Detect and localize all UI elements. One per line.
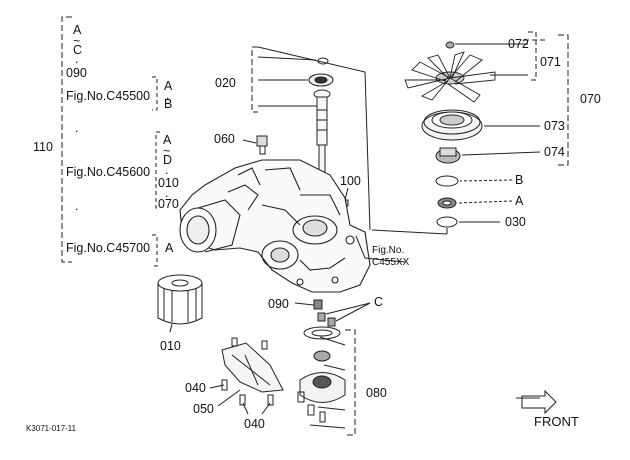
callout-030: 030 — [505, 215, 526, 229]
oil-filter — [157, 274, 203, 333]
fig-c45600: Fig.No.C45600 — [66, 165, 151, 179]
callout-060: 060 — [214, 132, 235, 146]
callout-071: 071 — [540, 55, 561, 69]
b1-to: C — [73, 43, 83, 57]
callout-072: 072 — [508, 37, 529, 51]
b3-tilde: ~ — [163, 144, 171, 158]
fig-ref-2: C455XX — [372, 257, 410, 268]
shaft-assembly — [308, 57, 334, 174]
callout-020: 020 — [215, 76, 236, 90]
hub — [435, 147, 461, 164]
pulley — [421, 109, 483, 141]
b3-sep2: . — [165, 186, 169, 200]
label-110: 110 — [33, 140, 53, 154]
pump-assembly — [297, 326, 346, 423]
callout-c: C — [374, 295, 384, 309]
dot-2: . — [75, 199, 79, 213]
fig-ref-1: Fig.No. — [372, 245, 405, 256]
callout-b: B — [515, 173, 524, 187]
b1-from: A — [73, 23, 82, 37]
fig-c45700: Fig.No.C45700 — [66, 241, 151, 255]
callout-074: 074 — [544, 145, 565, 159]
dot-1: . — [75, 121, 79, 135]
b3-to: D — [163, 153, 173, 167]
callout-090: 090 — [268, 297, 289, 311]
b1-sep: . — [75, 52, 79, 66]
front-arrow — [516, 389, 557, 415]
callout-010: 010 — [160, 339, 181, 353]
b2-to: B — [164, 97, 173, 111]
callout-040a: 040 — [185, 381, 206, 395]
callout-070: 070 — [580, 92, 601, 106]
transmission-housing — [179, 159, 371, 293]
b3-p1: 010 — [158, 176, 179, 190]
b1-tilde: ~ — [73, 34, 81, 48]
diagram-code: K3071-017-11 — [26, 424, 77, 433]
callout-a: A — [515, 194, 524, 208]
b2-from: A — [164, 79, 173, 93]
b3-from: A — [163, 133, 172, 147]
callout-050: 050 — [193, 402, 214, 416]
b1-part: 090 — [66, 66, 87, 80]
b2-sep: . — [166, 88, 170, 102]
cooling-fan — [404, 41, 496, 103]
fig-c45500: Fig.No.C45500 — [66, 89, 151, 103]
callout-100: 100 — [340, 174, 361, 188]
callout-040b: 040 — [244, 417, 265, 431]
callout-080: 080 — [366, 386, 387, 400]
b4-to: A — [165, 241, 174, 255]
b3-p2: 070 — [158, 197, 179, 211]
plug-060 — [242, 135, 268, 155]
mount-bracket — [221, 337, 284, 406]
bracket-110 — [61, 16, 72, 263]
b3-sep1: . — [165, 163, 169, 177]
callout-073: 073 — [544, 119, 565, 133]
front-label: FRONT — [534, 414, 579, 429]
